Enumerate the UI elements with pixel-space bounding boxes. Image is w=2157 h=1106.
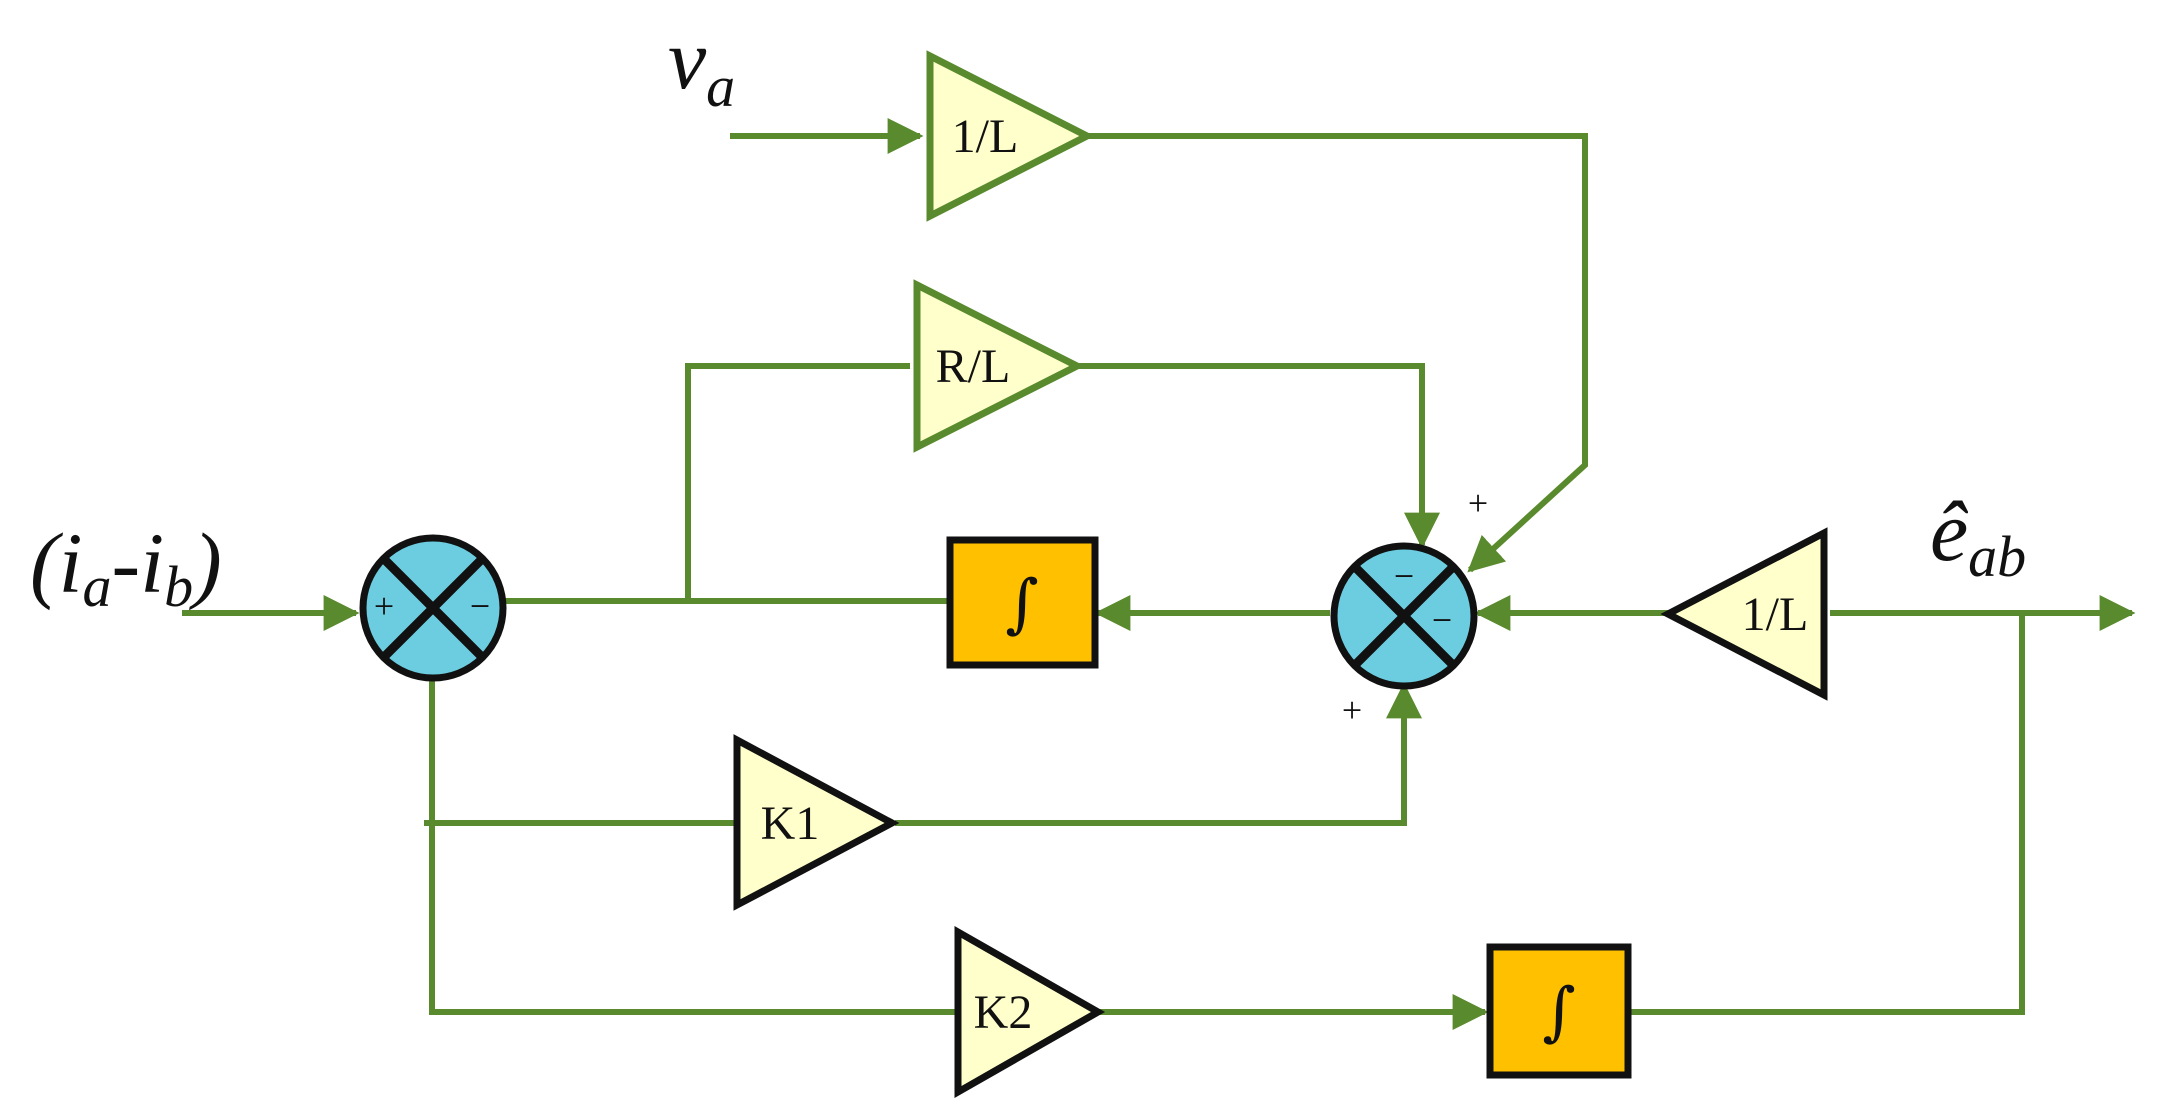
- wire-branch-to-rl: [685, 363, 910, 601]
- gain-k2-label: K2: [974, 986, 1033, 1039]
- gain-r-over-l-label: R/L: [936, 340, 1011, 393]
- wire-summer1-down: [429, 672, 958, 1015]
- gain-1-over-l-top-label: 1/L: [952, 110, 1019, 163]
- output-e-ab-label: êab: [1930, 483, 2026, 589]
- sum2-right-sign: −: [1432, 600, 1452, 640]
- wire-va-gain-to-summer2: [1085, 133, 1588, 573]
- wire-rl-to-summer2: [1078, 363, 1440, 549]
- wire-k1-to-summer2: [895, 682, 1422, 826]
- integrator-top-symbol: ∫: [1005, 567, 1038, 641]
- wire-output-feedback: [1630, 613, 2025, 1015]
- sum1-left-sign: +: [374, 586, 394, 626]
- gain-1-over-l-output: 1/L: [1660, 527, 1828, 701]
- summing-junction-1: + −: [359, 534, 507, 682]
- input-va-label: va: [668, 11, 735, 119]
- gain-k2: K2: [954, 925, 1106, 1099]
- gain-k1: K1: [733, 734, 900, 911]
- signal-wires: [182, 118, 2136, 1030]
- integrator-bottom: ∫: [1486, 943, 1632, 1079]
- sum2-top-sign: −: [1394, 556, 1414, 596]
- sum2-plus-lower: +: [1342, 690, 1362, 730]
- gain-1-over-l-top: 1/L: [926, 50, 1095, 222]
- sum2-plus-upper: +: [1468, 483, 1488, 523]
- integrator-top: ∫: [946, 536, 1099, 669]
- gain-k1-label: K1: [761, 797, 820, 850]
- gain-r-over-l: R/L: [913, 279, 1085, 453]
- integrator-bottom-symbol: ∫: [1542, 975, 1575, 1049]
- gain-1-over-l-output-label: 1/L: [1742, 588, 1809, 641]
- input-current-diff-label: (ia-ib): [30, 515, 222, 619]
- sum1-right-sign: −: [470, 586, 490, 626]
- summing-junction-2: − −: [1330, 542, 1478, 690]
